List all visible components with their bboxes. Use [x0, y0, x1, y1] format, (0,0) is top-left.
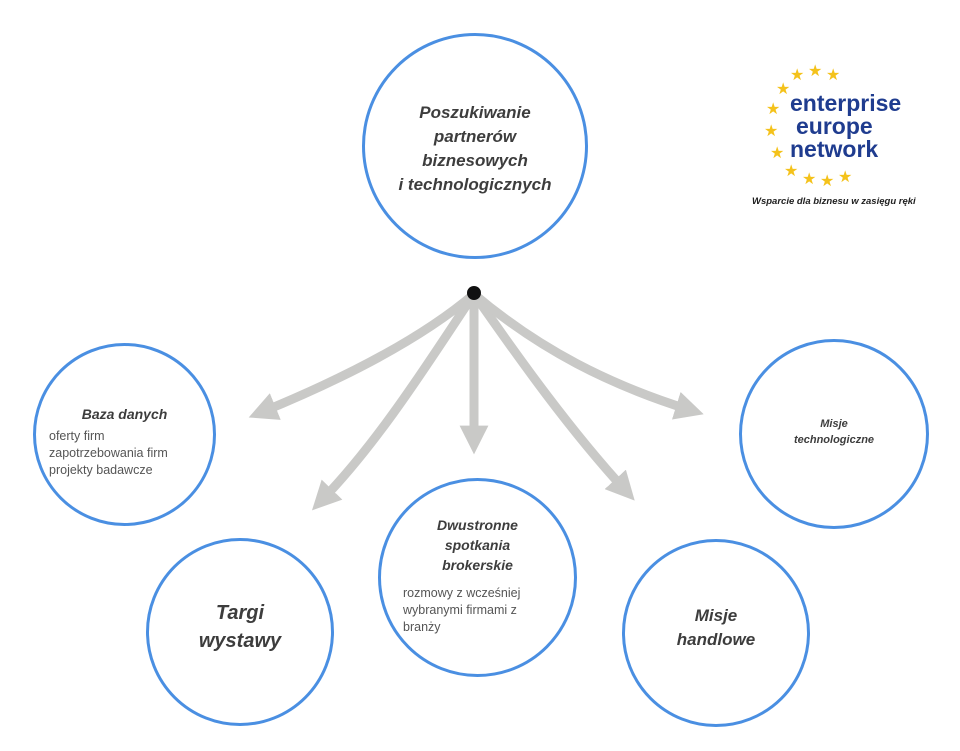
node-dwustronne-desc: rozmowy z wcześniej wybranymi firmami z …: [403, 585, 520, 636]
dwustronne-desc-line: wybranymi firmami z: [403, 603, 517, 617]
node-baza-title: Baza danych: [81, 406, 168, 422]
node-misje-handlowe: Misje handlowe: [622, 539, 810, 727]
central-line: biznesowych: [422, 151, 528, 170]
node-dwustronne-title: Dwustronne spotkania brokerskie: [381, 515, 574, 575]
star-icon: ★: [826, 67, 841, 84]
enterprise-europe-network-logo: ★ ★ ★ ★ ★ ★ ★ ★ ★ ★ ★ enterprise europe …: [752, 62, 942, 222]
logo-word: europe: [796, 113, 873, 139]
central-line: Poszukiwanie: [419, 103, 531, 122]
dwustronne-desc-line: rozmowy z wcześniej: [403, 586, 521, 600]
handlowe-line: handlowe: [676, 630, 756, 649]
star-icon: ★: [838, 169, 853, 186]
star-icon: ★: [766, 101, 781, 118]
targi-line: wystawy: [198, 630, 282, 652]
star-icon: ★: [790, 67, 805, 84]
star-icon: ★: [764, 123, 779, 140]
star-icon: ★: [802, 171, 817, 188]
arrow-to-targi: [311, 289, 479, 511]
baza-item: projekty badawcze: [49, 463, 153, 477]
star-icon: ★: [770, 145, 785, 162]
logo-word: enterprise: [790, 90, 902, 116]
dwustronne-desc-line: branży: [403, 620, 441, 634]
baza-item: oferty firm: [49, 429, 105, 443]
star-icon: ★: [820, 173, 835, 190]
dwustronne-line: brokerskie: [442, 557, 513, 573]
star-icon: ★: [776, 81, 791, 98]
arrow-to-handlowe: [469, 289, 635, 501]
node-dwustronne-spotkania: Dwustronne spotkania brokerskie rozmowy …: [378, 478, 577, 677]
node-techno-title: Misje technologiczne: [742, 416, 926, 448]
arrow-to-baza: [248, 289, 479, 420]
baza-item: zapotrzebowania firm: [49, 446, 168, 460]
logo-tagline: Wsparcie dla biznesu w zasięgu ręki: [752, 196, 916, 207]
arrow-to-techno: [469, 289, 704, 420]
targi-line: Targi: [215, 602, 265, 624]
node-handlowe-title: Misje handlowe: [625, 604, 807, 652]
node-baza-items: oferty firm zapotrzebowania firm projekt…: [49, 428, 168, 479]
node-targi-wystawy: Targi wystawy: [146, 538, 334, 726]
handlowe-line: Misje: [694, 606, 738, 625]
node-baza-danych: Baza danych oferty firm zapotrzebowania …: [33, 343, 216, 526]
dwustronne-line: Dwustronne: [437, 517, 518, 533]
central-line: i technologicznych: [398, 175, 552, 194]
node-misje-technologiczne: Misje technologiczne: [739, 339, 929, 529]
central-node-title: Poszukiwanie partnerów biznesowych i tec…: [365, 101, 585, 197]
dwustronne-line: spotkania: [444, 537, 511, 553]
techno-line: Misje: [820, 418, 848, 430]
central-line: partnerów: [433, 127, 517, 146]
techno-line: technologiczne: [793, 434, 875, 446]
logo-word: network: [790, 136, 879, 162]
node-targi-title: Targi wystawy: [149, 599, 331, 655]
star-icon: ★: [808, 63, 823, 80]
hub-dot: [467, 286, 481, 300]
central-node: Poszukiwanie partnerów biznesowych i tec…: [362, 33, 588, 259]
star-icon: ★: [784, 163, 799, 180]
